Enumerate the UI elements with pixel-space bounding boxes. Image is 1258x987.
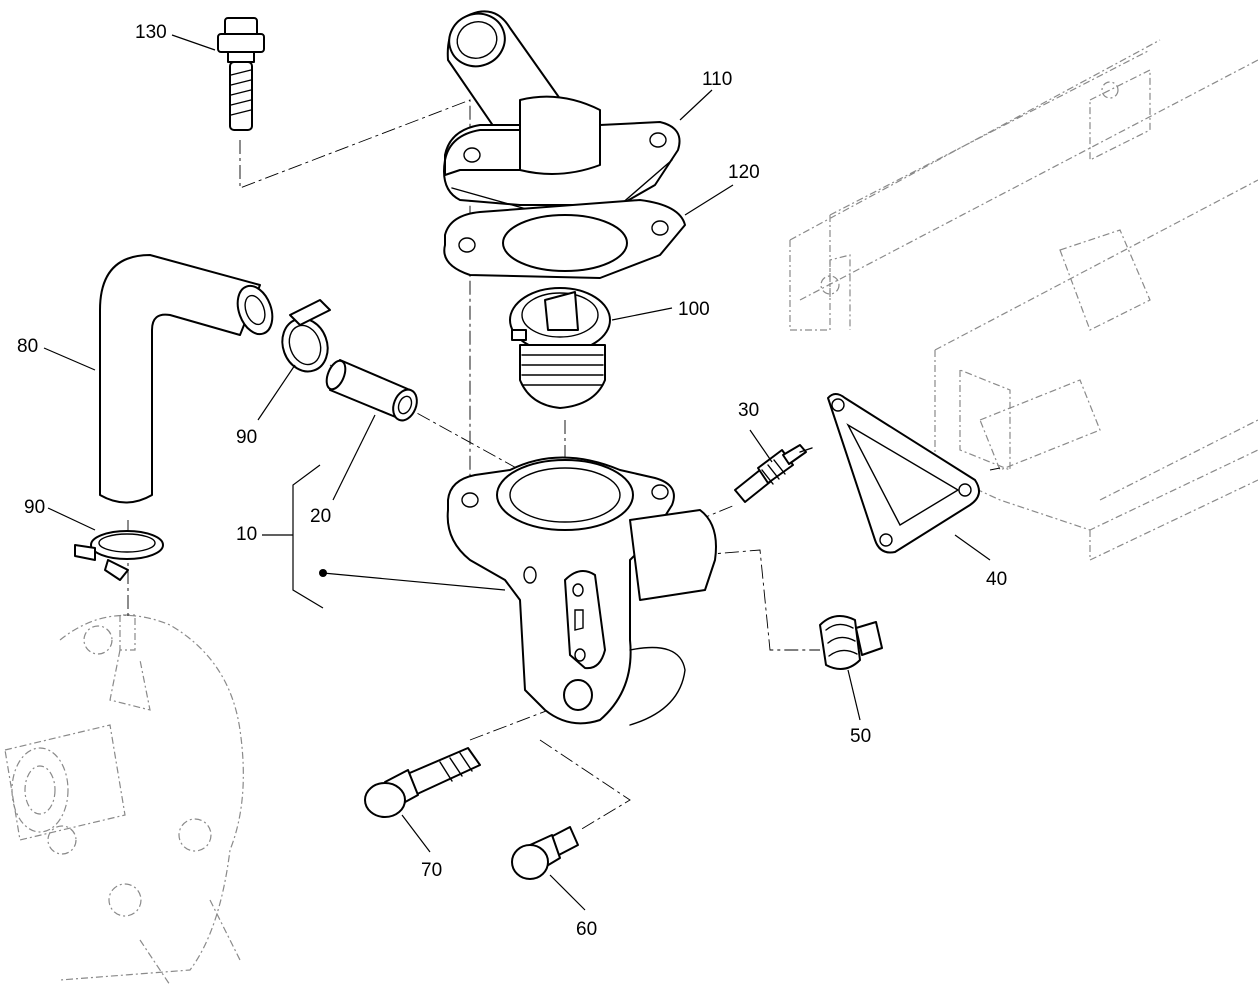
label-70: 70	[421, 860, 442, 881]
label-110: 110	[702, 69, 732, 90]
gasket-120	[443, 199, 686, 279]
label-100: 100	[678, 299, 710, 320]
label-90-lower: 90	[24, 497, 45, 518]
hose-clamp-90-upper	[281, 299, 331, 373]
label-50: 50	[850, 726, 871, 747]
thermostat-cover-110	[443, 10, 681, 211]
pipe-nipple-20	[325, 359, 418, 422]
label-60: 60	[576, 919, 597, 940]
label-10: 10	[236, 524, 257, 545]
assembly-dot	[319, 569, 327, 577]
water-pump-outline	[4, 614, 244, 986]
label-30: 30	[738, 400, 759, 421]
thermostat-housing-10	[446, 456, 717, 726]
leader-lines	[43, 34, 991, 911]
label-120: 120	[728, 162, 760, 183]
label-80: 80	[17, 336, 38, 357]
flange-gasket-40	[827, 393, 980, 554]
bolt-70	[364, 747, 481, 818]
label-40: 40	[986, 569, 1007, 590]
label-90-upper: 90	[236, 427, 257, 448]
part-labels: 130 110 120 100 80 90 20 30 10 90 40 50 …	[17, 22, 1007, 940]
label-20: 20	[310, 506, 331, 527]
hose-clamp-90-lower	[74, 530, 164, 581]
engine-block-outline	[789, 39, 1258, 561]
temperature-sensor-30	[734, 444, 813, 503]
bolt-60	[511, 826, 579, 880]
hose-80	[99, 254, 274, 504]
bolt-130	[217, 17, 265, 131]
plug-50	[819, 615, 883, 670]
label-130: 130	[135, 22, 167, 43]
assembly-bracket	[292, 464, 324, 609]
thermostat-100	[509, 287, 611, 409]
